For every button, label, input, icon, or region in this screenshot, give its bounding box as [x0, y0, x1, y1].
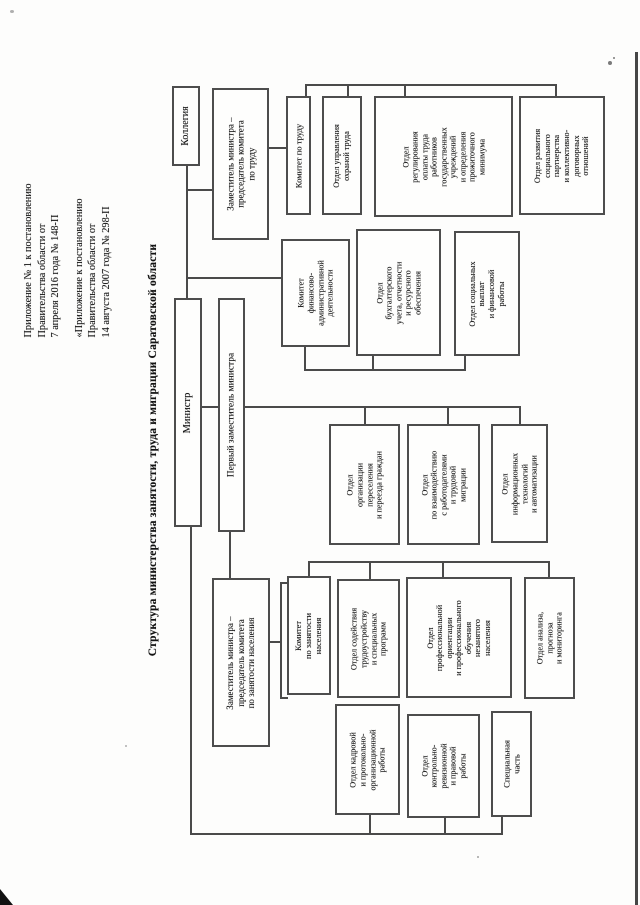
connector-line: [347, 84, 349, 97]
connector-line: [555, 84, 557, 97]
node-dept-job-placement-label: Отдел содействия трудоустройству и специ…: [349, 607, 388, 670]
appendix-note-2: «Приложение к постановлению Правительств…: [73, 197, 112, 337]
connector-line: [202, 406, 219, 408]
connector-line: [280, 582, 288, 584]
node-dept-analysis: Отдел анализа, прогноза и мониторинга: [524, 577, 575, 699]
connector-line: [369, 815, 371, 834]
scan-artifact: [613, 57, 615, 59]
connector-line: [304, 369, 466, 371]
connector-line: [442, 561, 444, 578]
scan-edge-artifact: [635, 52, 638, 905]
node-deputy-labor: Заместитель министра – председатель коми…: [212, 88, 269, 240]
node-kollegiya: Коллегия: [172, 86, 200, 166]
node-dept-vocational-label: Отдел профессиональной ориентации и проф…: [425, 599, 492, 676]
node-deputy-employment: Заместитель министра – председатель коми…: [212, 578, 270, 747]
connector-line: [280, 582, 282, 698]
node-dept-social-partnership-label: Отдел развития социального партнерства и…: [533, 128, 591, 183]
connector-line: [280, 697, 288, 699]
connector-line: [269, 147, 287, 149]
node-first-deputy-label: Первый заместитель министра: [225, 352, 236, 478]
connector-line: [186, 277, 282, 279]
connector-line: [369, 561, 371, 580]
connector-line: [190, 833, 503, 835]
node-deputy-labor-label: Заместитель министра – председатель коми…: [224, 117, 256, 211]
node-dept-wage-regulation-label: Отдел регулирования оплаты труда работни…: [400, 126, 486, 187]
scan-artifact: [608, 61, 612, 65]
node-finadmin-committee: Комитет финансово- административной деят…: [281, 239, 350, 347]
connector-line: [245, 406, 521, 408]
connector-line: [308, 561, 310, 577]
appendix-note-1: Приложение № 1 к постановлению Правитель…: [23, 182, 62, 337]
connector-line: [186, 166, 188, 298]
node-finadmin-committee-label: Комитет финансово- административной деят…: [296, 260, 335, 326]
node-dept-hr-label: Отдел кадровой и протокольно- организаци…: [348, 729, 387, 790]
node-deputy-employment-label: Заместитель министра – председатель коми…: [225, 615, 257, 710]
chart-title: Структура министерства занятости, труда …: [147, 243, 159, 657]
node-dept-analysis-label: Отдел анализа, прогноза и мониторинга: [535, 611, 564, 665]
node-dept-resettlement-label: Отдел организации переселения и переезда…: [345, 450, 384, 519]
node-dept-labor-safety: Отдел управления охраной труда: [322, 96, 362, 215]
node-special-unit: Специальная часть: [491, 711, 532, 817]
scan-artifact: [477, 856, 479, 858]
node-dept-audit-legal: Отдел контрольно- ревизионной и правовой…: [407, 714, 480, 818]
scan-artifact: [10, 10, 14, 13]
node-dept-social-partnership: Отдел развития социального партнерства и…: [519, 96, 605, 215]
connector-line: [364, 406, 366, 425]
connector-line: [186, 189, 214, 191]
node-dept-accounting-label: Отдел бухгалтерского учета, отчетности и…: [374, 261, 422, 324]
node-dept-it-label: Отдел информационных технологий и автома…: [500, 452, 539, 515]
node-minister: Министр: [174, 298, 202, 527]
node-dept-labor-safety-label: Отдел управления охраной труда: [332, 123, 351, 188]
node-dept-job-placement: Отдел содействия трудоустройству и специ…: [337, 579, 400, 698]
node-dept-hr: Отдел кадровой и протокольно- организаци…: [335, 704, 400, 815]
node-dept-employers-label: Отдел по взаимодействию с работодателями…: [419, 450, 467, 519]
connector-line: [305, 84, 557, 86]
scan-artifact: [125, 745, 127, 747]
chart-title-block: Структура министерства занятости, труда …: [138, 150, 168, 750]
connector-line: [308, 561, 550, 563]
node-special-unit-label: Специальная часть: [500, 740, 521, 788]
connector-line: [190, 527, 192, 834]
node-dept-resettlement: Отдел организации переселения и переезда…: [329, 424, 400, 545]
node-kollegiya-label: Коллегия: [180, 106, 192, 146]
node-dept-social-payments: Отдел социальных выплат и финансовой раб…: [454, 231, 520, 356]
appendix-header: Приложение № 1 к постановлению Правитель…: [22, 42, 134, 337]
connector-line: [519, 406, 521, 425]
node-labor-committee: Комитет по труду: [286, 96, 311, 215]
node-minister-label: Министр: [181, 392, 193, 433]
connector-line: [447, 406, 449, 425]
node-dept-social-payments-label: Отдел социальных выплат и финансовой раб…: [467, 260, 506, 327]
node-dept-wage-regulation: Отдел регулирования оплаты труда работни…: [374, 96, 513, 217]
node-dept-employers: Отдел по взаимодействию с работодателями…: [407, 424, 480, 545]
connector-line: [548, 561, 550, 578]
connector-line: [404, 84, 406, 97]
connector-line: [305, 84, 307, 97]
scan-corner-artifact: [0, 889, 13, 905]
connector-line: [372, 356, 374, 371]
node-dept-vocational: Отдел профессиональной ориентации и проф…: [406, 577, 512, 698]
connector-line: [444, 818, 446, 834]
connector-line: [464, 356, 466, 371]
connector-line: [270, 641, 282, 643]
node-employment-committee: Комитет по занятости населения: [287, 576, 331, 695]
connector-line: [229, 532, 231, 578]
connector-line: [501, 817, 503, 834]
node-labor-committee-label: Комитет по труду: [292, 123, 303, 188]
connector-line: [304, 347, 306, 370]
node-dept-audit-legal-label: Отдел контрольно- ревизионной и правовой…: [419, 743, 467, 789]
node-dept-it: Отдел информационных технологий и автома…: [491, 424, 548, 543]
node-employment-committee-label: Комитет по занятости населения: [294, 612, 323, 659]
node-dept-accounting: Отдел бухгалтерского учета, отчетности и…: [356, 229, 441, 356]
node-first-deputy: Первый заместитель министра: [218, 298, 245, 532]
